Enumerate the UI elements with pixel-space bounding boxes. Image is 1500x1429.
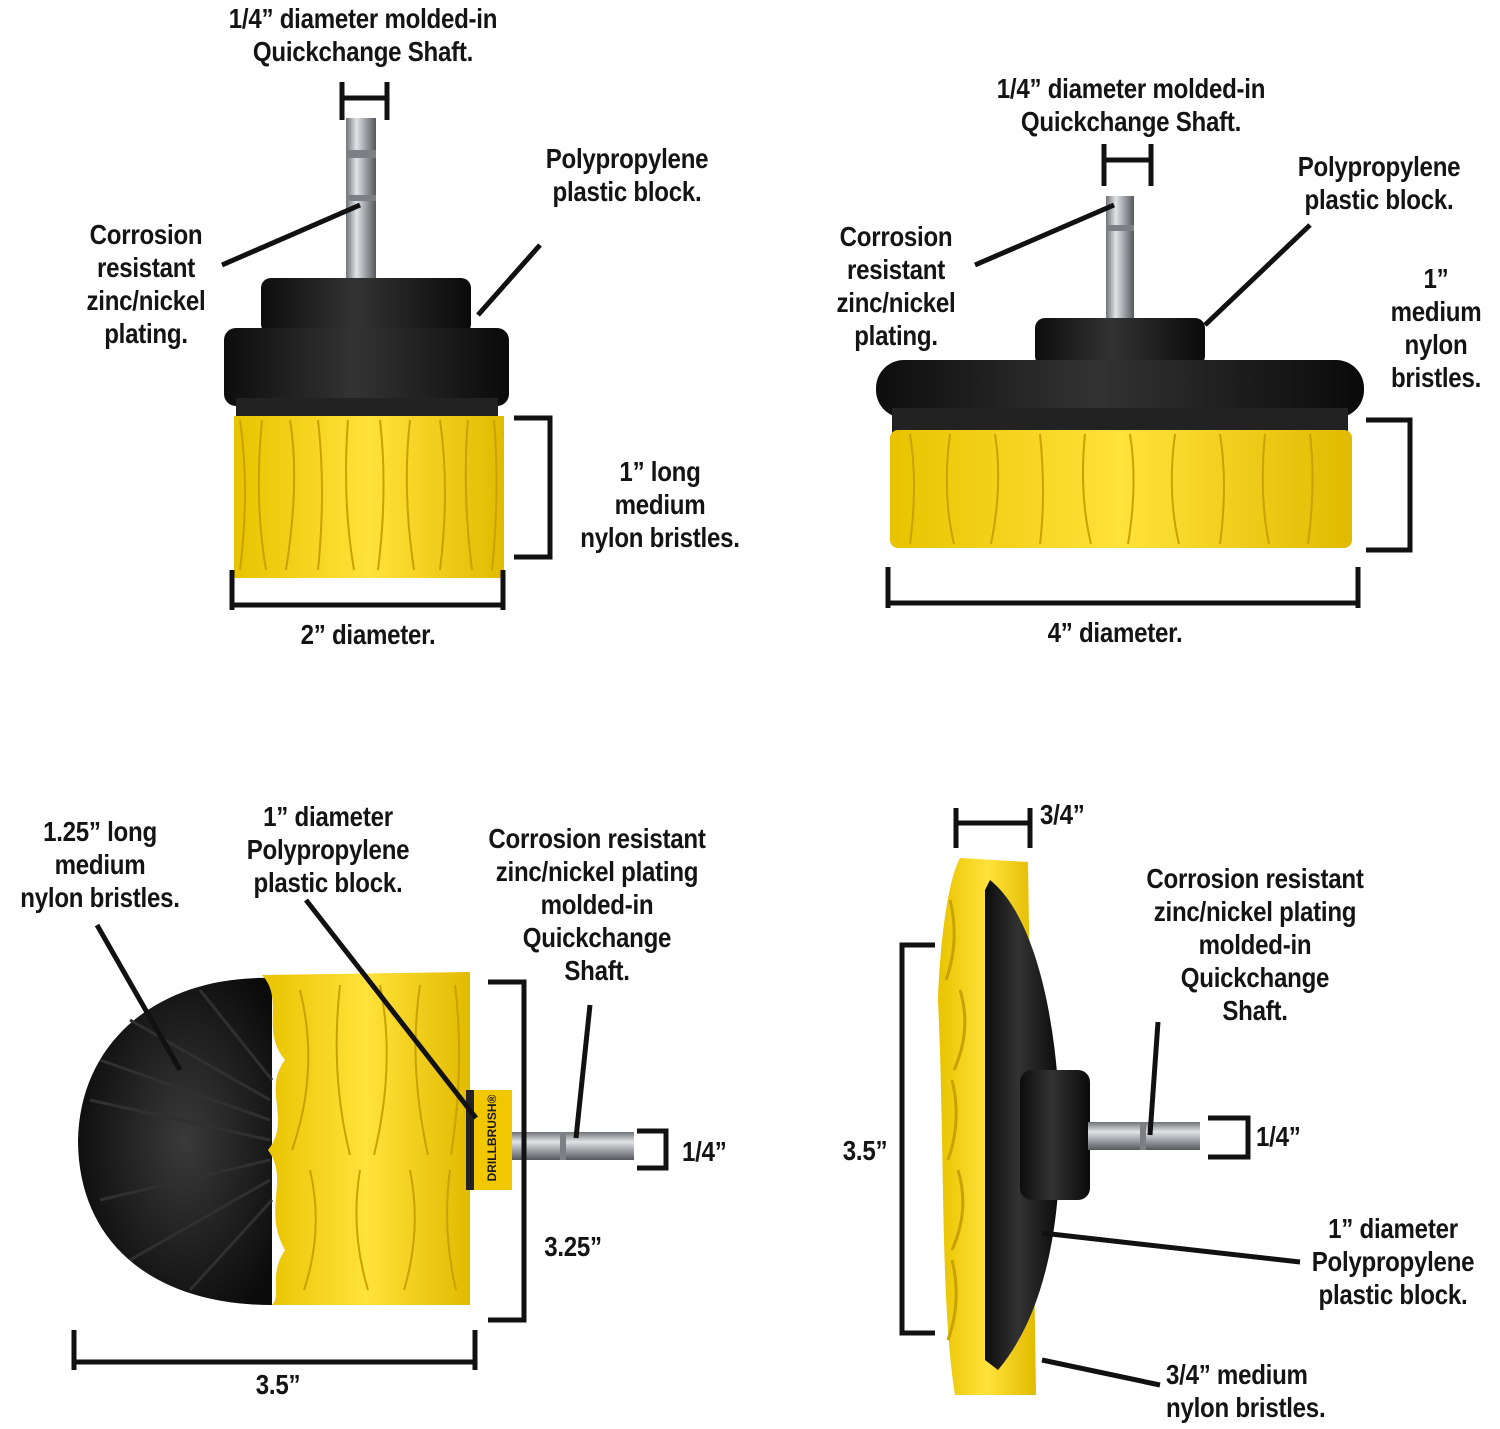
brush-round-black-bristles (78, 977, 272, 1305)
brush-2in-hub (261, 278, 471, 334)
brush-2in-diameter-label: 2” diameter. (300, 619, 436, 650)
brush-round (78, 972, 634, 1305)
brush-round-width-dim: 3.5” (255, 1369, 301, 1400)
brush-round-shaft-dim: 1/4” (682, 1136, 727, 1167)
brush-flat-height-dim: 3.5” (842, 1135, 888, 1166)
brush-flat (938, 858, 1200, 1395)
brush-4in-bristles (890, 430, 1352, 548)
dimension-lines (71, 82, 1413, 1388)
brush-4in (876, 196, 1364, 548)
brush-flat-hub (1020, 1070, 1090, 1200)
brush-4in-hub (1035, 318, 1205, 366)
brush-2in (224, 118, 509, 578)
brush-round-height-dim: 3.25” (544, 1231, 602, 1262)
brush-2in-shaft (346, 118, 376, 288)
brush-flat-width-dim: 3/4” (1040, 799, 1085, 830)
brush-4in-diameter-label: 4” diameter. (1047, 617, 1183, 648)
brush-flat-shaft-dim: 1/4” (1256, 1121, 1301, 1152)
brush-2in-bristles (234, 416, 504, 578)
brush-round-band-label: DRILLBRUSH® (485, 1095, 499, 1182)
brush-round-shaft (512, 1132, 634, 1160)
brush-4in-shaft (1106, 196, 1134, 326)
brush-4in-block (876, 360, 1364, 418)
brush-2in-block (224, 328, 509, 406)
brush-round-yellow-bristles (262, 972, 470, 1305)
